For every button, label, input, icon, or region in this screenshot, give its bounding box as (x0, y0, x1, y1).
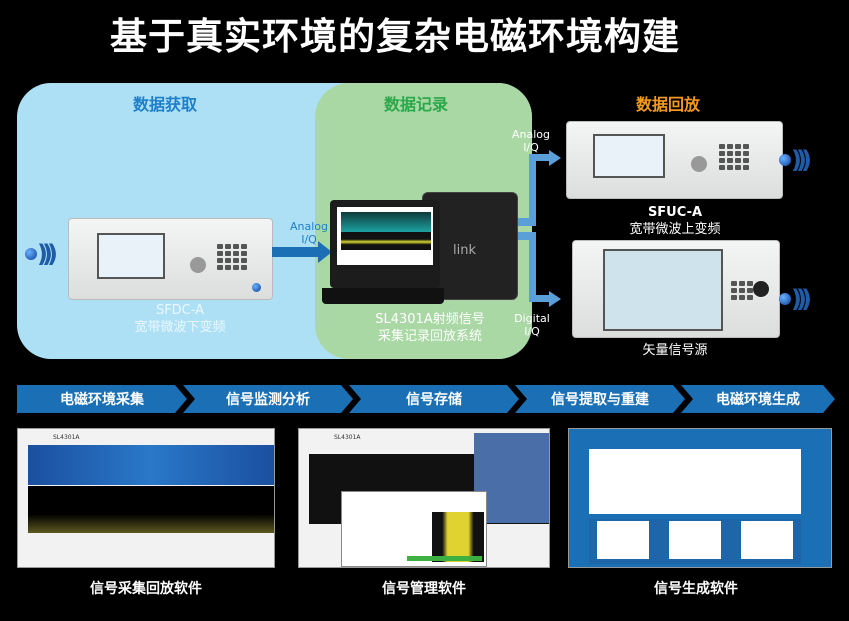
device-screen (603, 249, 723, 331)
vector-signal-source-device (572, 240, 780, 338)
arrow-right-icon (272, 247, 320, 257)
section-playback-label: 数据回放 (636, 95, 701, 114)
sfdc-a-caption: SFDC-A 宽带微波下变频 (134, 303, 226, 335)
radio-wave-icon: ))) (779, 285, 812, 313)
arrow-right-icon (529, 154, 551, 161)
radio-wave-icon: ))) (779, 146, 812, 174)
section-record-label: 数据记录 (384, 95, 449, 114)
sfuc-a-caption: SFUC-A 宽带微波上变频 (629, 205, 721, 237)
sfdc-a-device (68, 218, 273, 300)
app-title: SL4301A (334, 434, 361, 441)
recorder-laptop (330, 200, 440, 288)
acquisition-software-caption: 信号采集回放软件 (90, 581, 202, 597)
generation-software-screenshot (568, 428, 832, 568)
flow-step-3: 信号存储 (349, 385, 519, 413)
flow-step-5: 电磁环境生成 (681, 385, 835, 413)
flow-step-1: 电磁环境采集 (17, 385, 187, 413)
management-software-caption: 信号管理软件 (382, 581, 466, 597)
section-acquire-label: 数据获取 (133, 95, 198, 114)
page-title: 基于真实环境的复杂电磁环境构建 (110, 15, 680, 58)
generation-software-caption: 信号生成软件 (654, 581, 738, 597)
recorder-brand-label: link (453, 243, 476, 258)
laptop-screen (337, 207, 433, 265)
acquisition-software-screenshot: SL4301A (17, 428, 275, 568)
app-title: SL4301A (53, 434, 80, 441)
signal-source-caption: 矢量信号源 (642, 343, 708, 358)
flow-step-2: 信号监测分析 (183, 385, 353, 413)
management-software-screenshot: SL4301A (298, 428, 550, 568)
sfuc-a-device (566, 121, 783, 199)
radio-wave-icon: ))) (25, 240, 58, 268)
arrow-right-icon (529, 295, 551, 302)
device-screen (97, 233, 165, 279)
recorder-caption: SL4301A射频信号 采集记录回放系统 (375, 312, 485, 344)
device-screen (593, 134, 665, 178)
flow-step-4: 信号提取与重建 (515, 385, 685, 413)
